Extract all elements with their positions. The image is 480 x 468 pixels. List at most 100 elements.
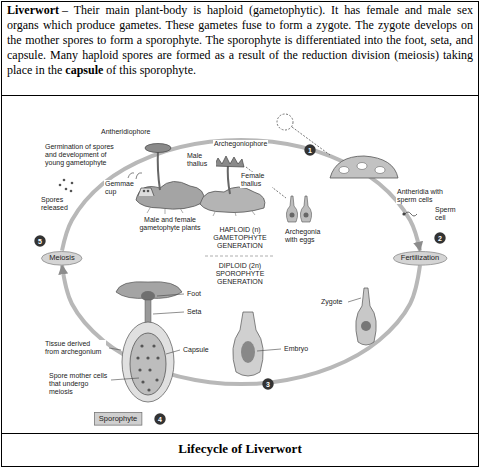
caption-cell: Lifecycle of Liverwort [0, 441, 480, 457]
part-label: Capsule [182, 346, 210, 354]
antheridium [375, 167, 385, 174]
spore-cell [141, 380, 144, 383]
zygote-figure [356, 288, 377, 345]
sprout [128, 173, 134, 178]
foot [141, 291, 155, 301]
box-shape [94, 413, 141, 426]
rhizoids [147, 208, 255, 216]
circle-shape [154, 413, 165, 424]
stage-name: Meiosis [41, 254, 82, 263]
egg [290, 213, 295, 218]
spore [70, 190, 73, 193]
female-thallus [200, 187, 265, 213]
leader-line [166, 350, 180, 354]
part-label: Zygote [320, 298, 343, 306]
spore-mother-cells [136, 344, 159, 391]
part-label: Antheridiophore [100, 128, 151, 136]
leader-line [157, 294, 184, 296]
spore-cell [138, 368, 141, 371]
step-circle: 5 [34, 235, 46, 247]
part-label: Archegoniophore [213, 140, 268, 148]
spore-cell [148, 368, 151, 371]
embryo-figure [233, 312, 263, 376]
figure-caption: Lifecycle of Liverwort [178, 441, 301, 456]
circle-shape [434, 232, 445, 243]
archegonium [356, 288, 377, 345]
oval-shape [393, 251, 446, 265]
callout-number: 4 [154, 416, 166, 423]
sperm-head [402, 212, 405, 215]
generation-label: HAPLOID (n) GAMETOPHYTE GENERATION [209, 226, 271, 249]
antheridium [357, 163, 367, 170]
antheridiophore-disc [145, 144, 171, 153]
part-label: Tissue derived from archegonium [44, 340, 106, 356]
spore-cell [146, 356, 149, 359]
gemmae-cup [138, 188, 154, 196]
process-oval: Meiosis [41, 251, 82, 266]
archegonium [286, 196, 297, 222]
step-circle: 1 [304, 144, 316, 156]
spore [63, 179, 66, 182]
leader-line [257, 349, 281, 351]
spore-cell [152, 344, 155, 347]
leader-line [153, 312, 184, 314]
spore-cell [140, 344, 143, 347]
released-spores [59, 179, 74, 193]
sperm-tail [405, 212, 417, 216]
description-paragraph: Liverwort– Their main plant-body is hapl… [7, 3, 473, 78]
part-label: Seta [186, 308, 202, 316]
egg [304, 213, 309, 218]
spore-cell [136, 356, 139, 359]
antheridiophore-stalk [158, 150, 160, 190]
gemma [143, 190, 146, 193]
circle-shape [304, 144, 315, 155]
archegoniophore-head [214, 156, 244, 167]
generation-label: DIPLOID (2n) SPOROPHYTE GENERATION [209, 262, 271, 285]
part-label: Spore mother cells that undergo meiosis [48, 372, 110, 395]
stage-label: Male and female gametophyte plants [129, 216, 211, 232]
part-label: Gemmae cup [104, 180, 136, 196]
gemma [147, 190, 150, 193]
callout-number: 5 [34, 238, 46, 245]
cell-divider [2, 433, 479, 434]
stage-name: Fertilization [393, 254, 447, 263]
archegoniophore-stalk [228, 164, 230, 194]
stage-name: Sporophyte [94, 415, 142, 424]
part-label: Embryo [283, 345, 309, 353]
spore-cell [155, 378, 158, 381]
stage-label: Germination of spores and development of… [44, 143, 126, 166]
part-label: Male thallus [186, 152, 216, 168]
callout-number: 2 [434, 235, 446, 242]
spore [71, 182, 74, 185]
leader-line [348, 298, 361, 302]
process-oval: Fertilization [393, 251, 447, 266]
antheridia-section [330, 156, 398, 178]
embryo-body [241, 341, 255, 363]
zoom-line [292, 127, 330, 155]
young-gametophytes [128, 173, 142, 179]
leader-line [111, 378, 139, 380]
spore [59, 184, 62, 187]
body-text: Liverwort [7, 3, 59, 17]
body-text: of this sporophyte. [106, 63, 196, 77]
step-circle: 3 [262, 378, 274, 390]
capsule [130, 333, 166, 395]
stage-label: Spores released [40, 196, 74, 212]
archegonium [300, 196, 311, 222]
generation-divider [205, 256, 275, 257]
part-label: Antheridia with sperm cells [396, 188, 460, 204]
part-label: Sperm cell [434, 206, 464, 222]
callout-number: 3 [262, 381, 274, 388]
male-thallus [136, 181, 204, 209]
sprout [136, 173, 142, 179]
part-label: Archegonia with eggs [284, 228, 328, 244]
leader-line [109, 348, 121, 350]
body-text: capsule [65, 63, 103, 77]
spore-cell [156, 356, 159, 359]
callout-number: 1 [304, 147, 316, 154]
step-circle: 2 [434, 232, 446, 244]
circle-shape [34, 235, 45, 246]
stage-box: Sporophyte [94, 412, 142, 426]
